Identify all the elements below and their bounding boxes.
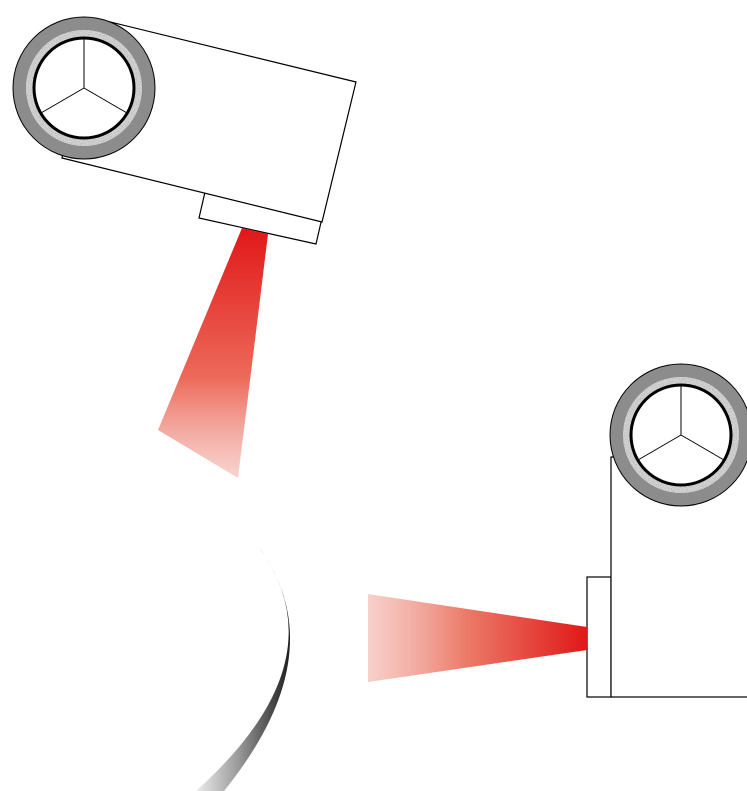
laser-beam-right bbox=[368, 594, 587, 682]
curved-mirror bbox=[196, 546, 291, 791]
film-reel-icon bbox=[12, 16, 156, 160]
laser-beam-top bbox=[158, 228, 268, 478]
film-reel-icon bbox=[609, 363, 747, 507]
laser-projector-top bbox=[12, 16, 357, 245]
laser-projector-right bbox=[586, 363, 747, 698]
projector-lens-housing bbox=[586, 576, 612, 698]
